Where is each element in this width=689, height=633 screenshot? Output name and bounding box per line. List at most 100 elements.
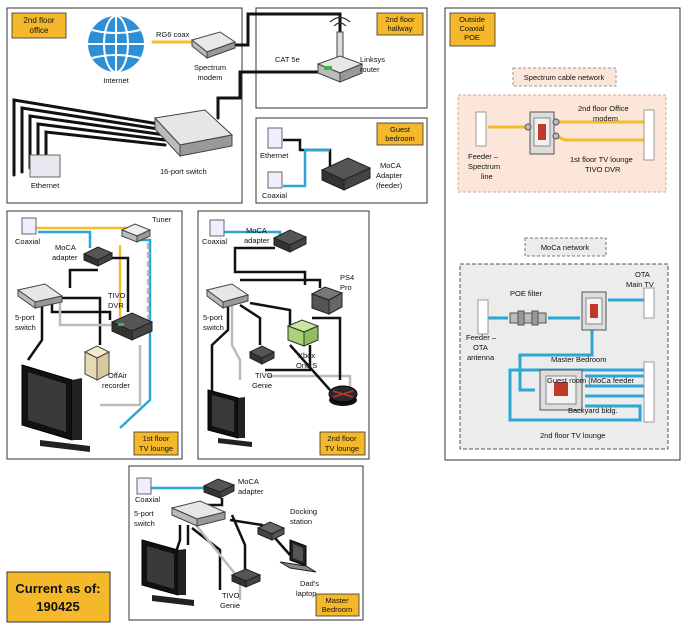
guest-tag-line1: Guest bbox=[390, 125, 411, 134]
outside-tag-line1: Outside bbox=[459, 15, 485, 24]
router-label-2: router bbox=[360, 65, 380, 74]
backyard-outlet-label: Backyard bldg. bbox=[568, 406, 618, 415]
four-way-splitter-icon bbox=[539, 369, 583, 411]
poe-filter-label: POE filter bbox=[510, 289, 543, 298]
master-switch-label-1: 5-port bbox=[134, 509, 155, 518]
ota-main-label-2: Main TV bbox=[626, 280, 654, 289]
guest-moca-label-2: Adapter bbox=[376, 171, 403, 180]
laptop-icon bbox=[279, 539, 317, 573]
moca-outlet-icon bbox=[643, 361, 655, 423]
lounge2-coax-label: Coaxial bbox=[202, 237, 227, 246]
guest-room-outlet-label: Guest room (MoCa feeder bbox=[547, 376, 635, 385]
lounge2-tivo-label-2: Genie bbox=[252, 381, 272, 390]
guest-moca-label-1: MoCA bbox=[380, 161, 401, 170]
master-cables bbox=[150, 486, 291, 600]
xbox-label-1: Xbox bbox=[298, 351, 315, 360]
dock-label-1: Docking bbox=[290, 507, 317, 516]
current-as-of-box: Current as of: 190425 bbox=[6, 571, 111, 623]
guest-coax-jack-icon bbox=[267, 171, 283, 189]
lounge-tivo-label-1: 1st floor TV lounge bbox=[570, 155, 633, 164]
lounge1-coax-jack-icon bbox=[21, 217, 37, 235]
lounge2-outlet-label: 2nd floor TV lounge bbox=[540, 431, 605, 440]
ps4-label-2: Pro bbox=[340, 283, 352, 292]
lounge1-moca-adapter-icon bbox=[82, 246, 114, 267]
guest-tag: Guest bedroom bbox=[376, 122, 424, 146]
guest-tag-line2: bedroom bbox=[385, 134, 415, 143]
master-tag: Master Bedroom bbox=[315, 593, 360, 617]
lounge2-moca-label-2: adapter bbox=[244, 236, 270, 245]
lounge2-switch-label-1: 5-port bbox=[203, 313, 224, 322]
lounge1-switch-icon bbox=[16, 283, 64, 309]
moca-title-box: MoCa network bbox=[524, 237, 607, 257]
linksys-router-icon bbox=[316, 16, 364, 83]
modem-label-1: Spectrum bbox=[194, 63, 226, 72]
wall-jack-office-icon bbox=[29, 154, 61, 178]
hallway-tag-line1: 2nd floor bbox=[385, 15, 415, 24]
internet-label: Internet bbox=[103, 76, 129, 85]
feeder2-label-1: Feeder – bbox=[466, 333, 497, 342]
feeder1-label-1: Feeder – bbox=[468, 152, 499, 161]
lounge1-moca-label-1: MoCA bbox=[55, 243, 76, 252]
outside-tag-line3: POE bbox=[464, 33, 480, 42]
feeder1-label-2: Spectrum bbox=[468, 162, 500, 171]
master-moca-adapter-icon bbox=[202, 478, 236, 499]
lounge2-tag-line2: TV lounge bbox=[325, 444, 359, 453]
lounge1-switch-label-1: 5-port bbox=[15, 313, 36, 322]
xbox-one-s-icon bbox=[286, 319, 320, 347]
office-cables bbox=[12, 12, 342, 177]
lounge1-switch-label-2: switch bbox=[15, 323, 36, 332]
lounge1-tivo-label-2: DVR bbox=[108, 301, 124, 310]
office-panel bbox=[6, 7, 243, 204]
hallway-tag-line2: hallway bbox=[387, 24, 412, 33]
feeder-spectrum-jack-icon bbox=[475, 111, 487, 147]
router-label-1: Linksys bbox=[360, 55, 385, 64]
lounge1-tag-line2: TV lounge bbox=[139, 444, 173, 453]
office-modem-label-2: modem bbox=[593, 114, 618, 123]
lounge1-tivo-dvr-icon bbox=[110, 312, 154, 341]
office-ethernet-label: Ethernet bbox=[31, 181, 60, 190]
outside-tag: Outside Coaxial POE bbox=[449, 12, 496, 47]
master-tv-icon bbox=[141, 539, 194, 606]
lounge2-switch-label-2: switch bbox=[203, 323, 224, 332]
office-tag-line1: 2nd floor bbox=[23, 16, 54, 25]
router-icon-lounge2 bbox=[328, 385, 358, 406]
master-moca-label-1: MoCA bbox=[238, 477, 259, 486]
ota-main-label-1: OTA bbox=[635, 270, 650, 279]
master-tag-line2: Bedroom bbox=[322, 605, 352, 614]
lounge2-tv-icon bbox=[207, 389, 252, 447]
feeder-ota-jack-icon bbox=[477, 299, 489, 335]
lounge2-tivo-genie-icon bbox=[248, 345, 276, 365]
moca-cables bbox=[488, 298, 645, 422]
spectrum-modem-icon bbox=[190, 31, 237, 60]
office-switch-label: 16-port switch bbox=[160, 167, 207, 176]
lounge1-panel bbox=[6, 210, 183, 460]
globe-icon bbox=[88, 15, 144, 73]
poe-filter-icon bbox=[509, 310, 547, 326]
lounge2-tivo-label-1: TIVO bbox=[255, 371, 273, 380]
ps4-label-1: PS4 bbox=[340, 273, 354, 282]
lounge2-cables bbox=[210, 230, 352, 392]
rg6-label: RG6 coax bbox=[156, 30, 190, 39]
lounge2-panel bbox=[197, 210, 370, 460]
16-port-switch-icon bbox=[153, 109, 234, 158]
tuner-label: Tuner bbox=[152, 215, 172, 224]
master-switch-icon bbox=[170, 500, 227, 527]
feeder2-label-3: antenna bbox=[467, 353, 495, 362]
master-tivo-label-1: TIVO bbox=[222, 591, 240, 600]
lounge2-coax-jack-icon bbox=[209, 219, 225, 237]
hallway-panel bbox=[255, 7, 428, 109]
guest-coax-label: Coaxial bbox=[262, 191, 287, 200]
lounge2-moca-adapter-icon bbox=[272, 229, 308, 253]
office-tag: 2nd floor office bbox=[11, 12, 67, 39]
lounge1-moca-label-2: adapter bbox=[52, 253, 78, 262]
office-modem-label-1: 2nd floor Office bbox=[578, 104, 629, 113]
guest-moca-label-3: (feeder) bbox=[376, 181, 403, 190]
master-panel bbox=[128, 465, 364, 621]
moca-splitter-icon bbox=[581, 291, 607, 331]
master-moca-label-2: adapter bbox=[238, 487, 264, 496]
lounge2-switch-icon bbox=[205, 283, 250, 309]
current-as-of-date: 190425 bbox=[36, 599, 79, 614]
modem-label-2: modem bbox=[197, 73, 222, 82]
master-coax-label: Coaxial bbox=[135, 495, 160, 504]
